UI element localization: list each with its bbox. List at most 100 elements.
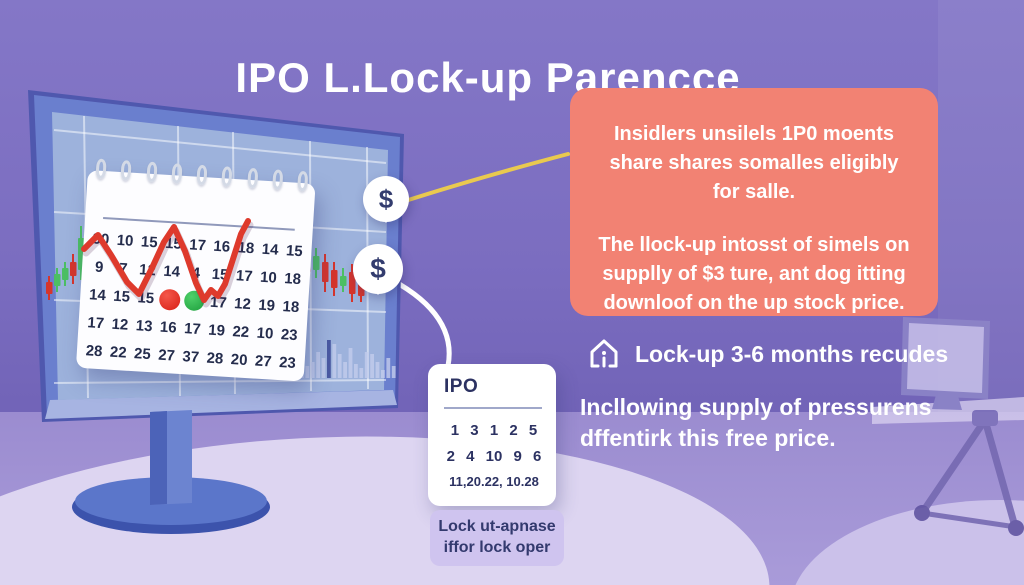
calendar-cell: 15 (140, 232, 159, 251)
calendar-cell: 14 (88, 285, 107, 304)
connector-yellow (400, 152, 570, 204)
candle-body (322, 262, 329, 282)
calendar-cell: 15 (285, 241, 304, 260)
ipo-card-title: IPO (444, 376, 479, 397)
calendar-cell: 18 (283, 269, 302, 288)
calendar-cell: 15 (164, 234, 183, 253)
calendar-cell: 20 (230, 350, 248, 369)
calendar-cell: 9 (94, 258, 104, 276)
candle-body (313, 256, 320, 270)
calendar-cell: 18 (282, 297, 300, 316)
binder-ring-icon (171, 163, 183, 184)
candle-body (331, 270, 338, 288)
histogram-bar (321, 358, 326, 378)
info-paragraph-2: The llock-up intosst of simels on suppll… (596, 231, 912, 318)
ipo-card-row: 11,20.22, 10.28 (449, 473, 539, 489)
info-p2-text: ture, ant dog itting downloof on the up … (603, 263, 906, 314)
supply-pressure-text: Incllowing supply of pressurens dffentir… (580, 394, 932, 452)
calendar-cell: 17 (209, 293, 228, 312)
binder-ring-icon (221, 166, 233, 187)
binder-ring-icon (271, 169, 284, 190)
binder-ring-icon (297, 170, 309, 192)
binder-ring-icon (246, 167, 258, 189)
dollar-badge-top: $ (363, 176, 409, 222)
calendar-cell: 18 (237, 238, 255, 257)
calendar-cell: 12 (138, 260, 157, 279)
candle-body (46, 282, 53, 294)
calendar-cell: 10 (259, 268, 278, 287)
histogram-bar (354, 364, 358, 378)
calendar-cell: 22 (109, 343, 128, 362)
ipo-card-divider (444, 407, 542, 409)
binder-ring-icon (145, 161, 158, 183)
calendar-cell (183, 290, 205, 312)
calendar-cell: 17 (235, 266, 254, 285)
histogram-bar (348, 348, 353, 378)
calendar-cell: 17 (86, 313, 105, 332)
calendar-cell: 13 (135, 316, 153, 335)
histogram-bar (381, 370, 385, 378)
histogram-bar (386, 358, 391, 378)
ipo-label: Lock ut-apnase iffor lock oper (430, 510, 564, 566)
calendar-cell: 30 (92, 229, 110, 248)
candle-body (54, 274, 61, 286)
calendar-cell: 4 (191, 264, 201, 282)
histogram-bar (305, 366, 310, 378)
histogram-bar (370, 354, 374, 378)
binder-ring-icon (196, 164, 208, 186)
calendar-cell: 12 (233, 294, 252, 313)
calendar-cell: 14 (162, 262, 181, 281)
calendar-cell: 12 (111, 315, 129, 334)
histogram-bar (332, 344, 337, 378)
calendar-cell: 19 (257, 296, 276, 315)
dollar-icon: $ (370, 253, 386, 284)
calendar-cell: 23 (278, 353, 297, 372)
histogram-bar (337, 354, 342, 378)
dollar-icon: $ (378, 183, 394, 214)
dollar-badge-bottom: $ (353, 244, 403, 294)
calendar-cell: 23 (280, 325, 299, 344)
calendar-cell: 25 (133, 344, 152, 363)
binder-ring-icon (120, 160, 132, 181)
calendar-cell: 14 (261, 240, 280, 259)
info-paragraph-1: Insidlers unsilels 1P0 moents share shar… (609, 123, 899, 203)
ipo-card: IPO 1 3 1 2 5 2 4 10 9 6 11,20.22, 10.28 (428, 364, 556, 506)
calendar-cell: 27 (254, 352, 273, 371)
volume-histogram (300, 340, 396, 378)
ipo-label-line1: Lock ut-apnase (438, 518, 556, 535)
calendar-cell: 16 (212, 237, 231, 256)
calendar-rings (95, 158, 309, 196)
candle-body (62, 268, 69, 280)
ipo-card-row: 2 4 10 9 6 (446, 448, 542, 466)
histogram-bar (310, 362, 315, 378)
calendar-dot-red-marker (158, 288, 182, 311)
info-p2-bold: $3 (702, 263, 725, 285)
calendar-cell: 28 (206, 349, 224, 368)
calendar-cell: 37 (181, 347, 200, 366)
calendar-cell: 10 (256, 324, 274, 343)
calendar-cell: 15 (112, 287, 131, 306)
histogram-bar (364, 352, 369, 378)
candle-body (340, 276, 347, 286)
connector-white (389, 277, 452, 369)
info-box: Insidlers unsilels 1P0 moents share shar… (570, 88, 938, 316)
lock-house-icon (590, 339, 618, 368)
calendar-cell: 27 (157, 346, 176, 365)
binder-ring-icon (95, 158, 107, 180)
lockup-duration-row: Lock-up 3-6 months recudes (586, 336, 948, 372)
calendar-cell (158, 288, 182, 311)
info-p2-text: The llock-up intosst of simels on suppll… (598, 234, 910, 285)
histogram-bar (375, 362, 380, 378)
calendar-dot-green-marker (183, 290, 205, 312)
calendar-cell: 28 (85, 341, 103, 360)
calendar-cell: 7 (118, 259, 129, 278)
calendar-cell: 15 (211, 265, 229, 284)
histogram-bar (327, 340, 331, 378)
histogram-bar (359, 368, 364, 378)
calendar-cell: 17 (183, 319, 202, 338)
calendar-cell: 17 (188, 235, 207, 254)
ipo-card-row: 1 3 1 2 5 (450, 422, 538, 439)
